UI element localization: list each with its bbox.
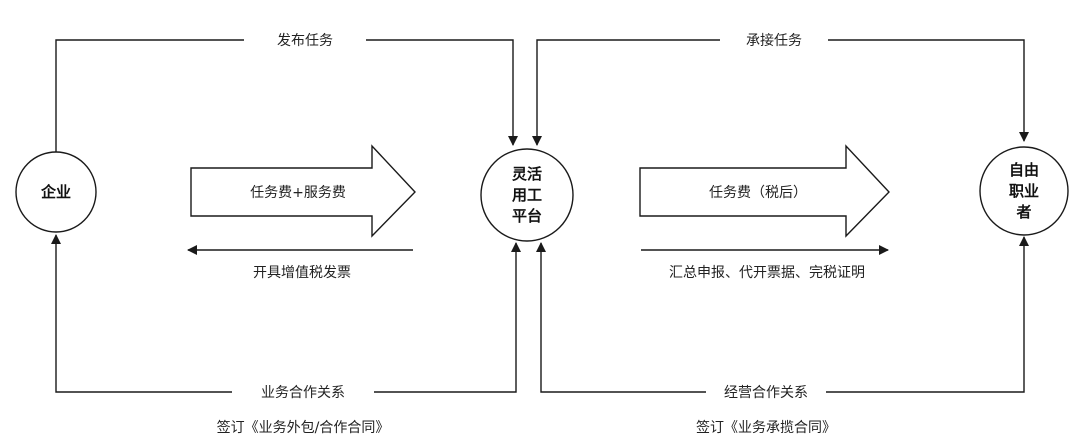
task-service-fee-label: 任务费+服务费 [250, 185, 346, 201]
business-cooperation-label: 业务合作关系 [261, 385, 345, 401]
operation-cooperation-right-arrow [826, 236, 1029, 393]
vat-invoice-label: 开具增值税发票 [253, 265, 351, 281]
platform-label-line-2: 用工 [512, 186, 542, 204]
enterprise-node [15, 151, 97, 233]
operation-contract-label: 签订《业务承揽合同》 [696, 419, 836, 436]
freelancer-label-line-1: 自由 [1009, 161, 1039, 179]
publish-task-label: 发布任务 [277, 33, 333, 49]
business-cooperation-right-arrow [374, 242, 521, 393]
publish-task-line [55, 39, 244, 152]
task-fee-after-tax-block-arrow [639, 144, 890, 238]
business-contract-label: 签订《业务外包/合作合同》 [217, 419, 390, 436]
publish-task-arrow [366, 39, 518, 146]
freelancer-node [979, 146, 1069, 236]
accept-task-left-arrow [532, 39, 720, 146]
business-cooperation-left-arrow [51, 234, 232, 393]
task-fee-after-tax-label: 任务费（税后） [709, 185, 807, 201]
platform-label-line-1: 灵活 [512, 165, 542, 183]
enterprise-label: 企业 [40, 183, 71, 201]
operation-cooperation-left-arrow [536, 242, 706, 393]
freelancer-label-line-3: 者 [1016, 203, 1031, 221]
accept-task-label: 承接任务 [746, 32, 802, 49]
tax-filing-label: 汇总申报、代开票据、完税证明 [669, 265, 865, 281]
task-service-fee-block-arrow [190, 144, 416, 238]
operation-cooperation-label: 经营合作关系 [724, 385, 808, 401]
freelancer-label-line-2: 职业 [1009, 182, 1039, 200]
platform-label-line-3: 平台 [512, 207, 542, 225]
platform-node [480, 148, 574, 242]
accept-task-right-arrow [828, 39, 1029, 142]
